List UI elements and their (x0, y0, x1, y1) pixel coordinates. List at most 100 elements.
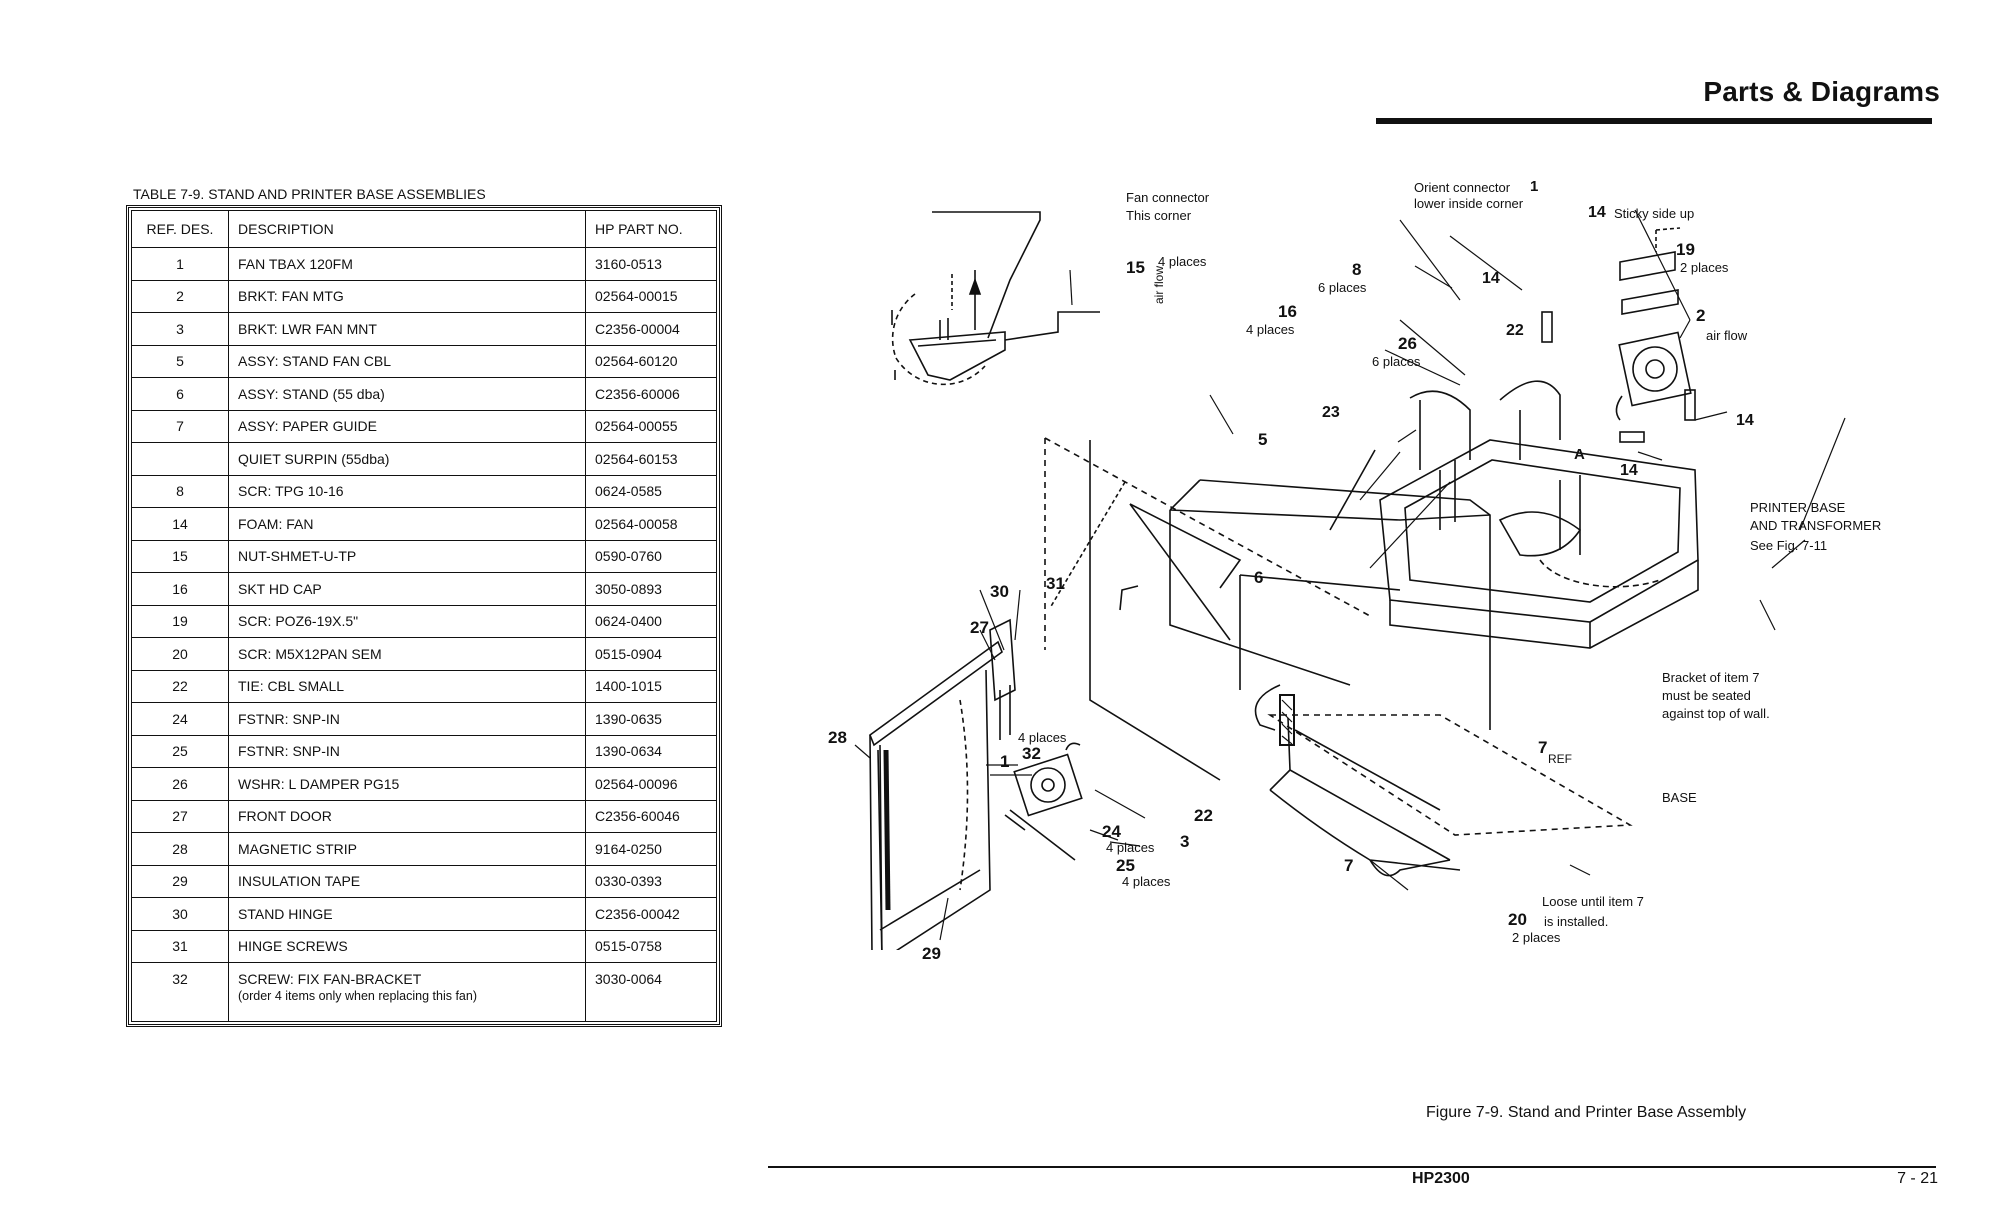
cell-description: FOAM: FAN (228, 507, 586, 541)
table-row: 3 BRKT: LWR FAN MNT C2356-00004 (131, 312, 717, 346)
label-ref: REF (1548, 752, 1572, 766)
cell-description: ASSY: PAPER GUIDE (228, 409, 586, 443)
cell-ref-des: 14 (131, 507, 229, 541)
table-row: 2 BRKT: FAN MTG 02564-00015 (131, 279, 717, 313)
label-24-four-places: 4 places (1106, 840, 1155, 855)
cell-description: BRKT: FAN MTG (228, 279, 586, 313)
label-15-four-places: 4 places (1158, 254, 1207, 269)
cell-part-number: 3050-0893 (585, 572, 717, 606)
cell-part-number: 02564-00058 (585, 507, 717, 541)
column-header-description: DESCRIPTION (228, 210, 586, 248)
cell-ref-des: 22 (131, 669, 229, 703)
callout-24: 24 (1102, 822, 1121, 841)
cell-ref-des: 26 (131, 767, 229, 801)
description-text: HINGE SCREWS (238, 938, 348, 955)
cell-ref-des: 20 (131, 637, 229, 671)
cell-description: ASSY: STAND FAN CBL (228, 344, 586, 378)
paper-guide (1267, 714, 1633, 877)
callout-7: 7 (1344, 856, 1354, 875)
cell-part-number: 0590-0760 (585, 539, 717, 573)
cell-part-number: 3030-0064 (585, 962, 717, 1022)
bracket-detail (1254, 684, 1295, 746)
cell-description: FSTNR: SNP-IN (228, 702, 586, 736)
exploded-assembly-diagram (854, 209, 1846, 950)
cell-ref-des: 5 (131, 344, 229, 378)
cell-part-number: 1400-1015 (585, 669, 717, 703)
footer-page-number: 7 - 21 (1897, 1170, 1938, 1187)
cell-description: SCR: POZ6-19X.5" (228, 604, 586, 638)
cell-ref-des: 1 (131, 247, 229, 281)
table-caption: TABLE 7-9. STAND AND PRINTER BASE ASSEMB… (133, 186, 486, 202)
cell-ref-des: 32 (131, 962, 229, 1022)
cell-description: TIE: CBL SMALL (228, 669, 586, 703)
label-printer-base: PRINTER BASE (1750, 500, 1846, 515)
label-loose-1: Loose until item 7 (1542, 894, 1644, 909)
cell-part-number: 0330-0393 (585, 864, 717, 898)
callout-19: 19 (1676, 240, 1695, 259)
figure-caption: Figure 7-9. Stand and Printer Base Assem… (1426, 1104, 1747, 1121)
callout-15: 15 (1126, 258, 1145, 277)
callout-28: 28 (828, 728, 847, 747)
column-header-part: HP PART NO. (585, 210, 717, 248)
cell-description: SKT HD CAP (228, 572, 586, 606)
description-text: BRKT: LWR FAN MNT (238, 320, 377, 337)
cell-ref-des: 19 (131, 604, 229, 638)
label-19-two-places: 2 places (1680, 260, 1729, 275)
fan-lower (1004, 742, 1083, 861)
cell-description: ASSY: STAND (55 dba) (228, 377, 586, 411)
cell-description: HINGE SCREWS (228, 929, 586, 963)
cell-ref-des: 3 (131, 312, 229, 346)
cell-ref-des: 28 (131, 832, 229, 866)
table-row: QUIET SURPIN (55dba)02564-60153 (131, 442, 717, 476)
callout-a: A (1574, 446, 1585, 463)
cell-description: SCR: M5X12PAN SEM (228, 637, 586, 671)
cell-part-number: C2356-60006 (585, 377, 717, 411)
description-text: INSULATION TAPE (238, 873, 361, 890)
cell-ref-des: 31 (131, 929, 229, 963)
callout-2: 2 (1696, 306, 1706, 325)
description-text: FAN TBAX 120FM (238, 255, 353, 272)
cell-part-number: 02564-60120 (585, 344, 717, 378)
parts-table: REF. DES. DESCRIPTION HP PART NO. 1 FAN T… (126, 205, 722, 1027)
description-text: ASSY: PAPER GUIDE (238, 418, 378, 435)
cell-ref-des: 7 (131, 409, 229, 443)
label-fan-connector: Fan connector (1126, 190, 1210, 205)
stand-frame (1044, 437, 1491, 781)
cell-description: FRONT DOOR (228, 799, 586, 833)
description-text: FSTNR: SNP-IN (238, 743, 340, 760)
fan-top-right (1541, 227, 1696, 443)
table-header-row: REF. DES. DESCRIPTION HP PART NO. (131, 210, 717, 248)
cell-ref-des: 25 (131, 734, 229, 768)
cell-part-number: 02564-00015 (585, 279, 717, 313)
description-text: FOAM: FAN (238, 515, 314, 532)
cell-part-number: C2356-00004 (585, 312, 717, 346)
callout-14-a: 14 (1482, 270, 1500, 287)
label-this-corner: This corner (1126, 208, 1192, 223)
label-fan-four-places: 4 places (1018, 730, 1067, 745)
description-text: BRKT: FAN MTG (238, 288, 344, 305)
callout-3: 3 (1180, 832, 1190, 851)
label-8-six-places: 6 places (1318, 280, 1367, 295)
cell-ref-des: 24 (131, 702, 229, 736)
callout-1-top: 1 (1530, 178, 1539, 195)
label-lower-inside-corner: lower inside corner (1414, 196, 1524, 211)
description-text: STAND HINGE (238, 905, 333, 922)
cell-ref-des: 15 (131, 539, 229, 573)
cell-description: NUT-SHMET-U-TP (228, 539, 586, 573)
leader-lines (854, 209, 1846, 941)
cell-part-number: 1390-0635 (585, 702, 717, 736)
cell-part-number: 0624-0585 (585, 474, 717, 508)
description-text: ASSY: STAND FAN CBL (238, 353, 392, 370)
label-see-fig: See Fig. 7-11 (1750, 538, 1828, 553)
cell-ref-des: 2 (131, 279, 229, 313)
